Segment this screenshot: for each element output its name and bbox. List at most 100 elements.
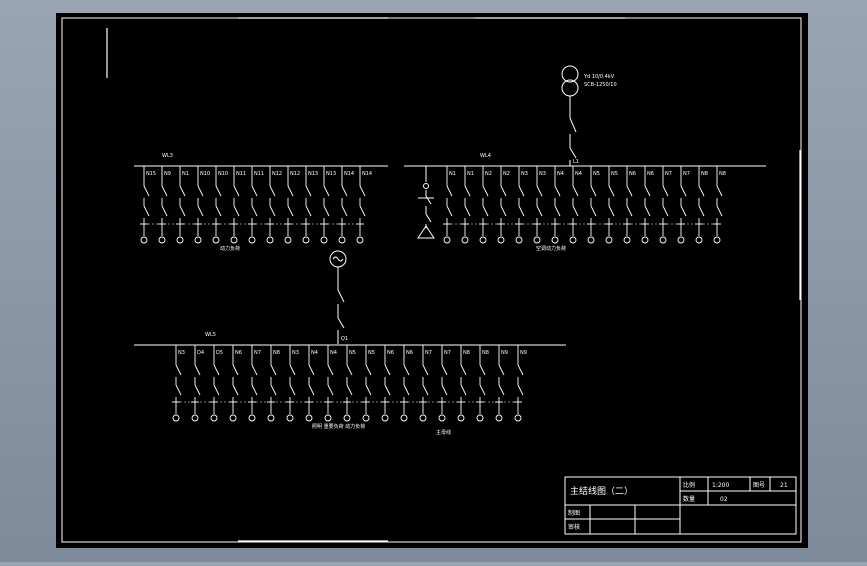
value-scale: 1:200	[712, 482, 729, 489]
feeder-label: N8	[273, 350, 280, 356]
top-right-section-label: 空调动力负荷	[536, 245, 566, 252]
feeder-branch	[302, 166, 312, 244]
feeder-branch	[659, 166, 669, 244]
feeder-label: N6	[387, 350, 394, 356]
feeder-label: N8	[701, 171, 708, 177]
feeder-label: N13	[326, 171, 336, 177]
feeder-label: N2	[503, 171, 510, 177]
feeder-branch	[267, 345, 277, 422]
feeder-label: D5	[216, 350, 223, 356]
feeder-label: N9	[520, 350, 527, 356]
feeder-label: N8	[463, 350, 470, 356]
feeder-label: N2	[485, 171, 492, 177]
bottom-incoming-label: Q1	[341, 336, 348, 342]
value-quantity: 02	[720, 496, 728, 503]
feeder-branch	[172, 345, 182, 422]
feeder-label: N4	[330, 350, 337, 356]
feeder-branch	[320, 166, 330, 244]
top-right-bus-label: WL4	[480, 153, 491, 159]
feeder-label: N11	[236, 171, 246, 177]
feeder-label: N12	[272, 171, 282, 177]
feeder-label: N1	[467, 171, 474, 177]
feeder-label: N12	[290, 171, 300, 177]
feeder-label: N9	[501, 350, 508, 356]
feeder-branch	[443, 166, 453, 244]
feeder-label: N4	[575, 171, 582, 177]
top-left-feeders: N15 N9 N1 N10 N10 N11 N11 N12 N12 N13 N13 N14 N14	[140, 166, 372, 244]
feeder-label: N6	[629, 171, 636, 177]
feeder-branch	[324, 345, 334, 422]
feeder-branch	[551, 166, 561, 244]
feeder-branch	[476, 345, 486, 422]
generator	[329, 250, 347, 344]
label-checked: 审核	[568, 523, 580, 531]
feeder-label: N8	[482, 350, 489, 356]
transformer-spec-1: Yd 10/0.4kV	[583, 74, 615, 80]
feeder-branch	[305, 345, 315, 422]
feeder-label: N4	[311, 350, 318, 356]
top-left-bus-label: WL3	[162, 153, 173, 159]
feeder-label: D4	[197, 350, 204, 356]
drawing-sheet	[56, 13, 808, 548]
top-right-incoming-label: L1	[573, 159, 579, 165]
feeder-label: N3	[539, 171, 546, 177]
feeder-label: N14	[362, 171, 372, 177]
feeder-label: N11	[254, 171, 264, 177]
feeder-branch	[338, 166, 348, 244]
feeder-label: N3	[178, 350, 185, 356]
feeder-label: N3	[521, 171, 528, 177]
drawing-title: 主结线图（二）	[570, 485, 633, 497]
frame-corner-marks	[106, 17, 801, 542]
label-scale: 比例	[683, 481, 695, 489]
feeder-branch	[248, 166, 258, 244]
feeder-branch	[248, 345, 258, 422]
feeder-label: N6	[235, 350, 242, 356]
feeder-branch	[713, 166, 723, 244]
label-quantity: 数量	[683, 495, 695, 503]
bottom-section-label-2: 主母线	[436, 429, 451, 436]
feeder-label: N9	[164, 171, 171, 177]
feeder-label: N5	[349, 350, 356, 356]
feeder-label: N3	[292, 350, 299, 356]
feeder-branch	[284, 166, 294, 244]
feeder-label: N8	[719, 171, 726, 177]
feeder-label: N5	[593, 171, 600, 177]
drawing-frame	[61, 17, 802, 543]
feeder-branch	[229, 345, 239, 422]
label-drawing-no: 图号	[753, 482, 765, 489]
feeder-label: N10	[218, 171, 228, 177]
bottom-bus-label: WL5	[205, 332, 216, 338]
feeder-label: N1	[449, 171, 456, 177]
feeder-branch	[381, 345, 391, 422]
feeder-label: N4	[557, 171, 564, 177]
feeder-branch	[587, 166, 597, 244]
feeder-label: N1	[182, 171, 189, 177]
feeder-branch	[356, 166, 366, 244]
feeder-branch	[194, 166, 204, 244]
feeder-label: N14	[344, 171, 354, 177]
feeder-label: N7	[444, 350, 451, 356]
feeder-label: N13	[308, 171, 318, 177]
feeder-branch	[438, 345, 448, 422]
feeder-label: N15	[146, 171, 156, 177]
feeder-label: N7	[665, 171, 672, 177]
feeder-branch	[677, 166, 687, 244]
transformer	[561, 65, 579, 166]
feeder-branch	[623, 166, 633, 244]
feeder-label: N7	[425, 350, 432, 356]
value-drawing-no: 21	[780, 482, 788, 489]
feeder-branch	[457, 345, 467, 422]
feeder-branch	[479, 166, 489, 244]
feeder-label: N10	[200, 171, 210, 177]
feeder-label: N5	[611, 171, 618, 177]
feeder-label: N7	[254, 350, 261, 356]
feeder-branch	[286, 345, 296, 422]
feeder-label: N6	[406, 350, 413, 356]
label-drawn: 制图	[568, 509, 580, 517]
feeder-label: N7	[683, 171, 690, 177]
transformer-spec-2: SCB-1250/10	[584, 82, 617, 88]
